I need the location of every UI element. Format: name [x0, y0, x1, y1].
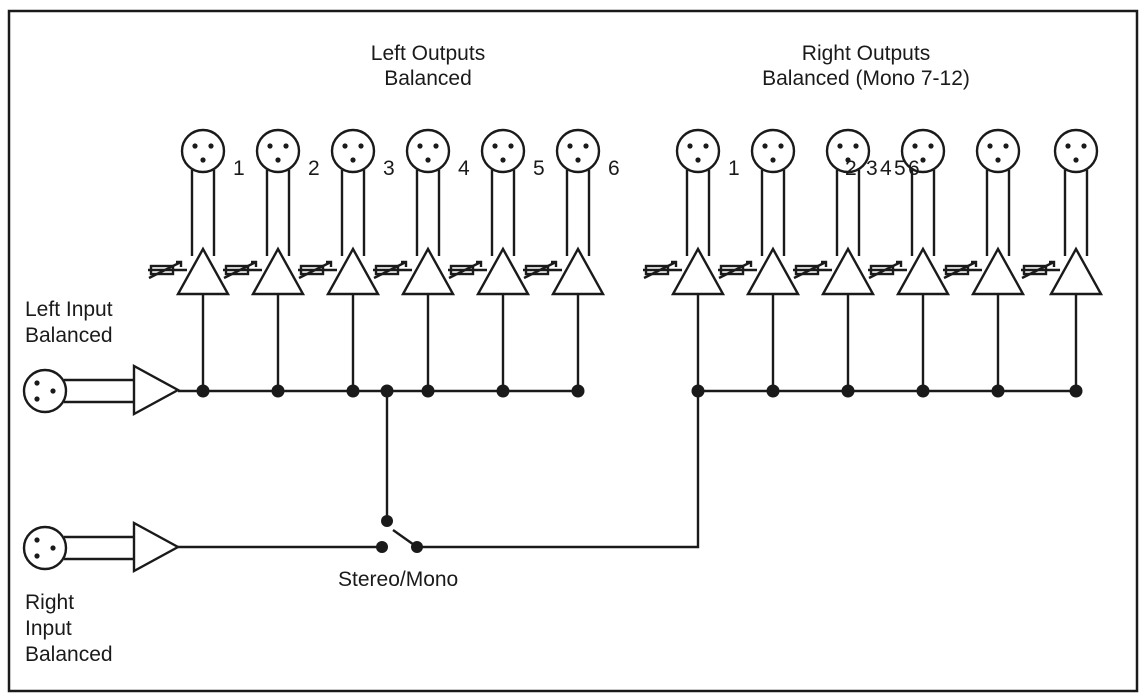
- junction-dot-icon: [766, 384, 780, 398]
- gain-trim-icon: [718, 260, 757, 280]
- amplifier-icon: [132, 363, 181, 417]
- xlr-connector-icon: [675, 128, 721, 174]
- switch-icon: [392, 529, 418, 548]
- left-input: [22, 363, 181, 417]
- right-input-label-line-2: Input: [25, 617, 72, 640]
- left-input-label: Left Input Balanced: [25, 298, 113, 347]
- gain-trim-icon: [793, 260, 832, 280]
- switch-contact-right-input: [376, 541, 388, 553]
- left-output-channel-2: 2: [223, 128, 320, 391]
- right-output-number-4: 4: [880, 157, 892, 180]
- gain-trim-icon: [373, 260, 412, 280]
- right-input-label-line-3: Balanced: [25, 643, 113, 666]
- xlr-connector-icon: [330, 128, 376, 174]
- left-output-channel-3: 3: [298, 128, 395, 391]
- xlr-connector-icon: [825, 128, 871, 174]
- left-outputs-title-line-1: Left Outputs: [371, 42, 485, 65]
- right-output-number-6: 6: [908, 157, 920, 180]
- junction-dots: [196, 384, 1083, 398]
- left-outputs-title: Left Outputs Balanced: [371, 42, 485, 90]
- left-output-channel-4: 4: [373, 128, 470, 391]
- junction-dot-icon: [991, 384, 1005, 398]
- left-output-number-4: 4: [458, 157, 470, 180]
- left-output-channels: 1 2 3 4 5 6: [148, 128, 620, 391]
- right-outputs-title-line-2: Balanced (Mono 7-12): [762, 67, 970, 90]
- junction-dot-icon: [421, 384, 435, 398]
- left-output-channel-6: 6: [523, 128, 620, 391]
- gain-trim-icon: [448, 260, 487, 280]
- junction-dot-icon: [691, 384, 705, 398]
- xlr-connector-icon: [22, 525, 68, 571]
- xlr-connector-icon: [555, 128, 601, 174]
- gain-trim-icon: [868, 260, 907, 280]
- xlr-connector-icon: [22, 368, 68, 414]
- left-output-number-2: 2: [308, 157, 320, 180]
- junction-dot-icon: [571, 384, 585, 398]
- left-outputs-title-line-2: Balanced: [384, 67, 472, 90]
- left-output-number-6: 6: [608, 157, 620, 180]
- junction-dot-icon: [271, 384, 285, 398]
- junction-dot-icon: [916, 384, 930, 398]
- junction-dot-icon: [346, 384, 360, 398]
- gain-trim-icon: [643, 260, 682, 280]
- right-output-channel-6: 6: [908, 128, 1104, 391]
- xlr-connector-icon: [750, 128, 796, 174]
- junction-dot-icon: [380, 384, 394, 398]
- left-output-channel-5: 5: [448, 128, 545, 391]
- xlr-connector-icon: [480, 128, 526, 174]
- gain-trim-icon: [298, 260, 337, 280]
- right-output-number-1: 1: [728, 157, 740, 180]
- right-output-channel-5: 5: [894, 128, 1026, 391]
- right-output-channel-4: 4: [868, 128, 951, 391]
- gain-trim-icon: [223, 260, 262, 280]
- left-input-label-line-2: Balanced: [25, 324, 113, 347]
- xlr-connector-icon: [975, 128, 1021, 174]
- switch-contact-left-bus: [381, 515, 393, 527]
- junction-dot-icon: [496, 384, 510, 398]
- gain-trim-icon: [943, 260, 982, 280]
- stereo-mono-label: Stereo/Mono: [338, 568, 458, 591]
- xlr-connector-icon: [1053, 128, 1099, 174]
- gain-trim-icon: [148, 260, 187, 280]
- xlr-connector-icon: [900, 128, 946, 174]
- left-output-channel-1: 1: [148, 128, 245, 391]
- right-output-channel-1: 1: [643, 128, 740, 391]
- gain-trim-icon: [1021, 260, 1060, 280]
- right-outputs-title-line-1: Right Outputs: [802, 42, 930, 65]
- xlr-connector-icon: [255, 128, 301, 174]
- right-input: [22, 520, 181, 574]
- left-output-number-1: 1: [233, 157, 245, 180]
- gain-trim-icon: [523, 260, 562, 280]
- left-output-number-3: 3: [383, 157, 395, 180]
- right-input-label: Right Input Balanced: [25, 591, 113, 666]
- junction-dot-icon: [1069, 384, 1083, 398]
- right-output-number-5: 5: [894, 157, 906, 180]
- xlr-connector-icon: [180, 128, 226, 174]
- amplifier-icon: [132, 520, 181, 574]
- right-output-number-2: 2: [845, 157, 857, 180]
- left-output-number-5: 5: [533, 157, 545, 180]
- stereo-mono-switch: Stereo/Mono: [178, 391, 700, 591]
- junction-dot-icon: [196, 384, 210, 398]
- junction-dot-icon: [841, 384, 855, 398]
- diagram-frame: [7, 9, 1139, 693]
- right-output-channel-3: 3: [793, 128, 878, 391]
- right-output-channel-2: 2: [718, 128, 857, 391]
- right-input-label-line-1: Right: [25, 591, 74, 614]
- right-output-number-3: 3: [866, 157, 878, 180]
- xlr-connector-icon: [405, 128, 451, 174]
- left-input-label-line-1: Left Input: [25, 298, 113, 321]
- right-outputs-title: Right Outputs Balanced (Mono 7-12): [762, 42, 970, 90]
